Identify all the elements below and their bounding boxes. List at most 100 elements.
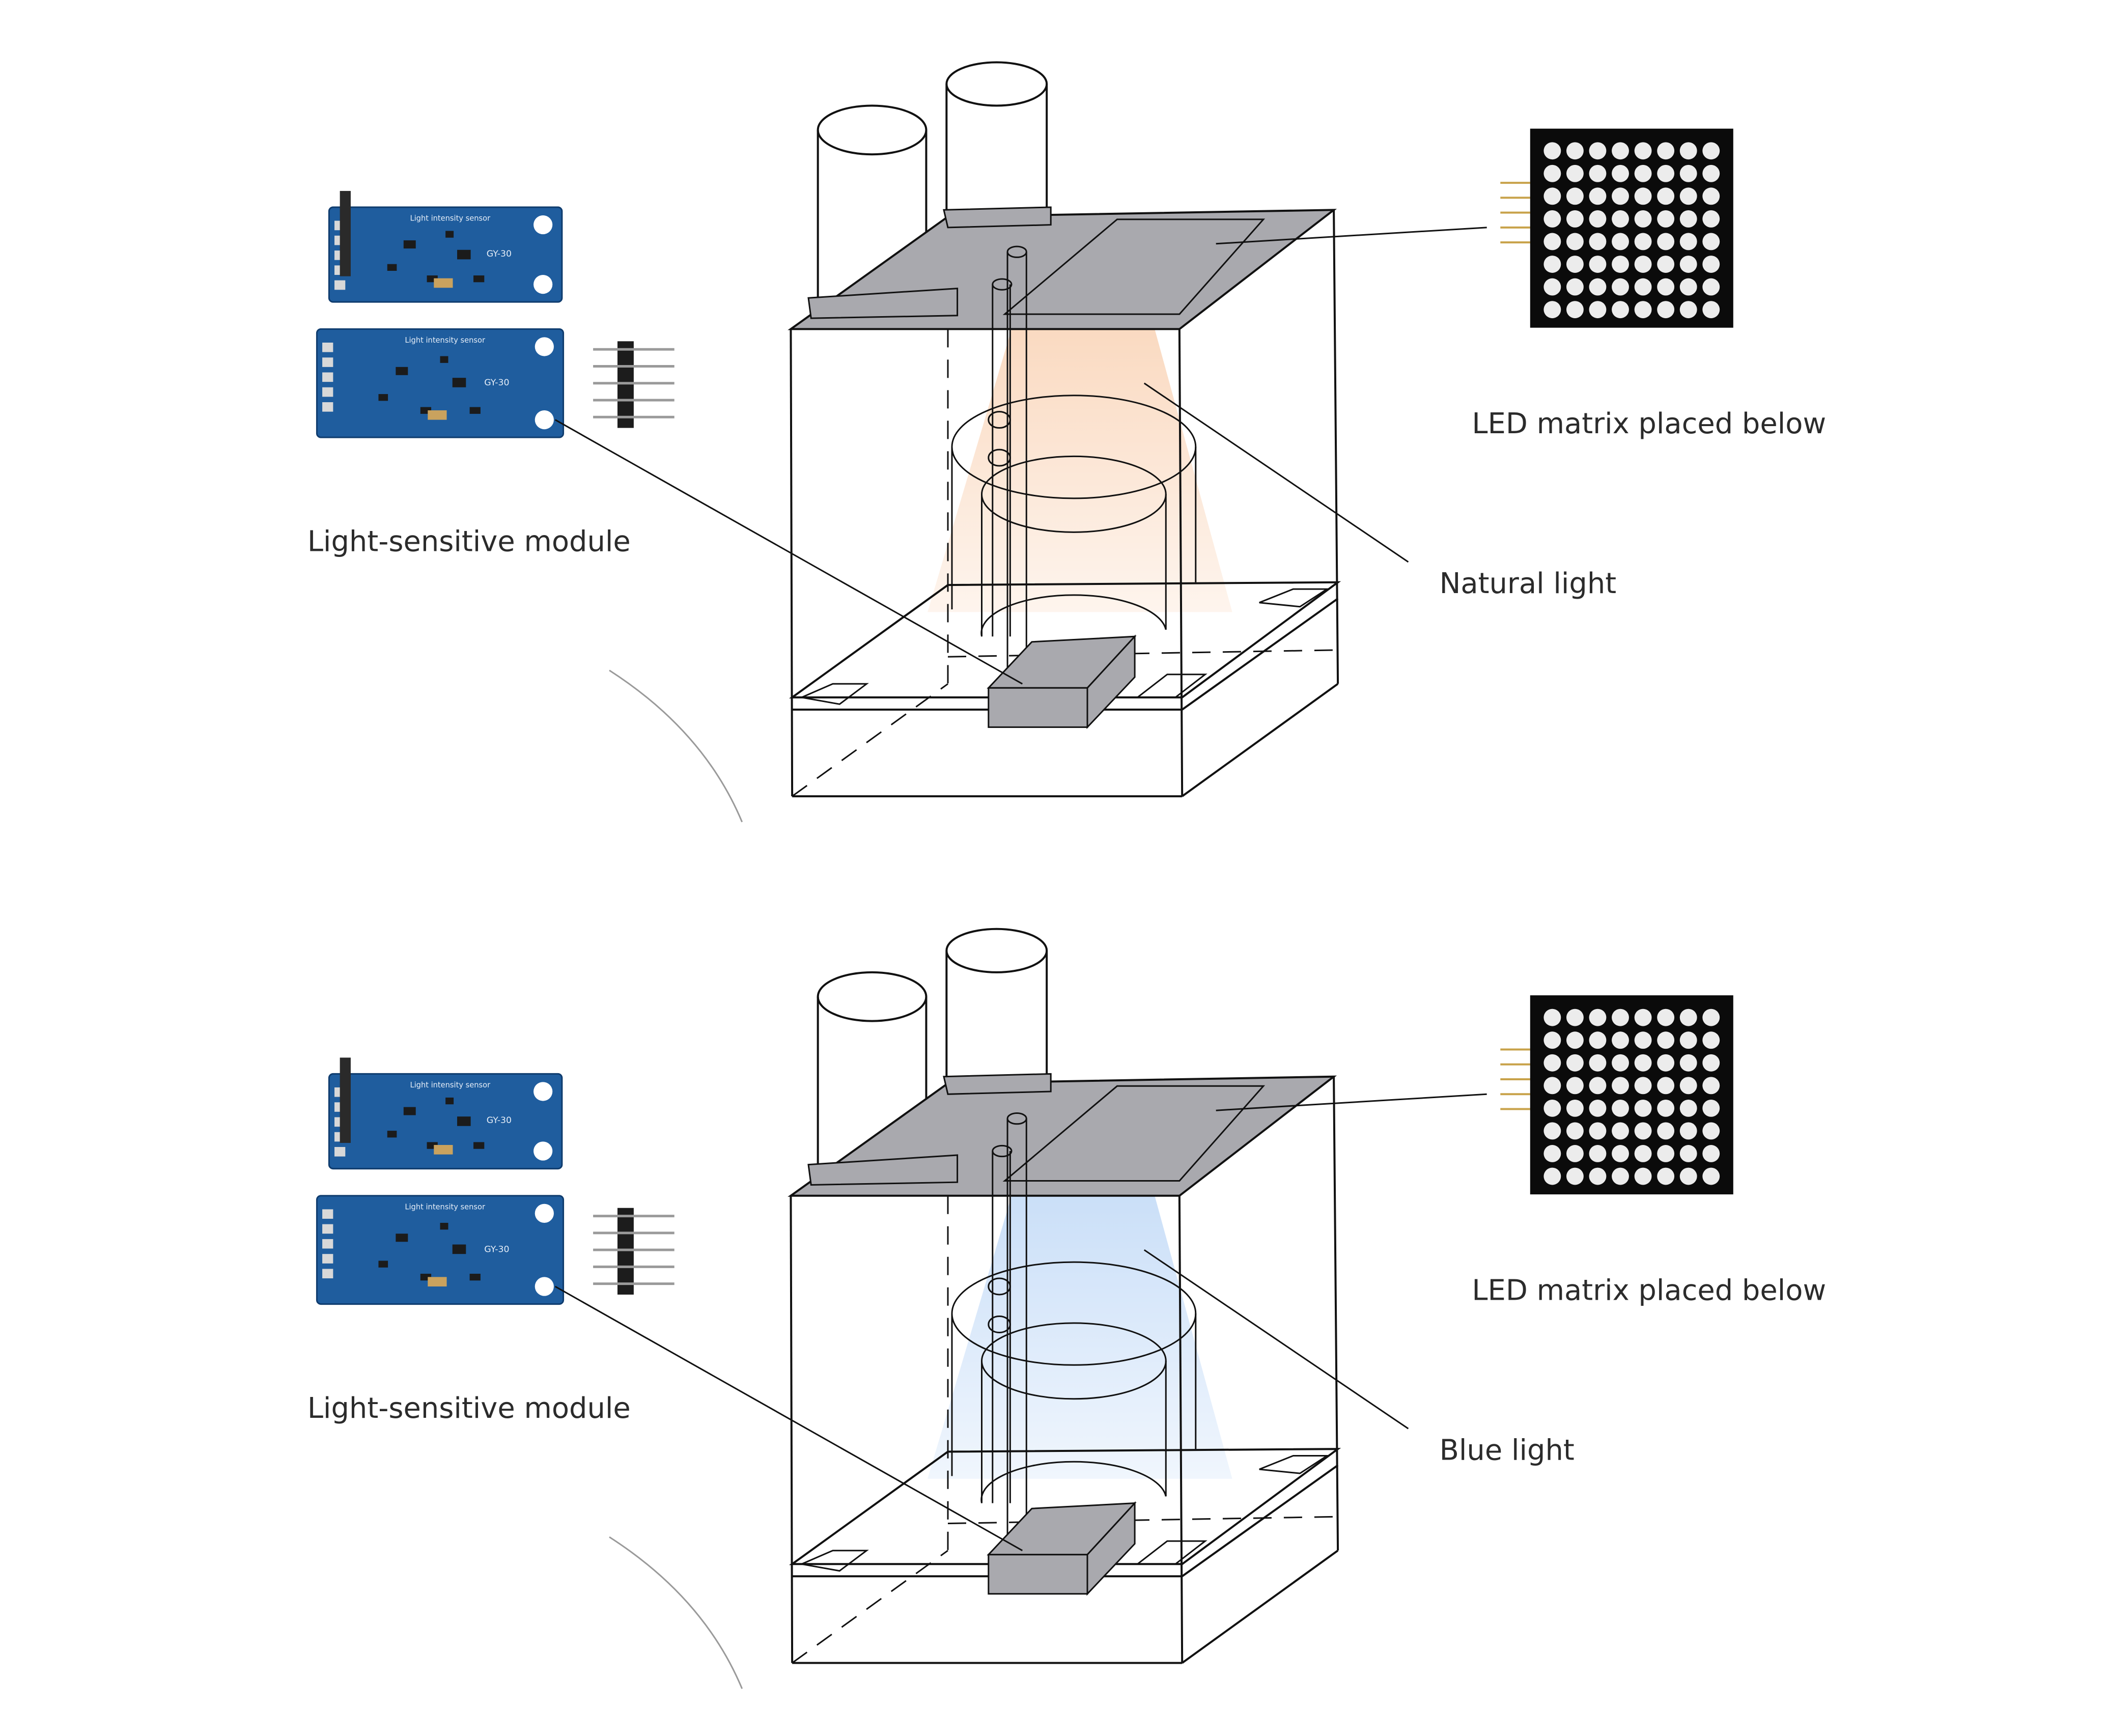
box-front-right-edge: [1178, 1195, 1184, 1663]
led-dot: [1634, 1054, 1652, 1072]
led-dot: [1589, 1077, 1607, 1095]
shelf-slot: [1259, 588, 1330, 608]
led-dot: [1702, 1099, 1720, 1117]
led-dot: [1612, 1077, 1629, 1095]
pin-pad: [322, 387, 333, 397]
led-dot: [1589, 1009, 1607, 1026]
led-matrix: [1500, 128, 1733, 328]
led-dot: [1612, 233, 1629, 250]
tube-top-ellipse: [817, 971, 928, 1022]
led-dot: [1679, 1122, 1697, 1140]
led-dot: [1634, 233, 1652, 250]
led-dot: [1612, 210, 1629, 228]
led-dot: [1543, 301, 1561, 319]
led-dot: [1634, 301, 1652, 319]
rod-top: [992, 1144, 1013, 1158]
board-model-text: GY-30: [487, 1115, 512, 1126]
decorative-arc: [609, 1536, 743, 1689]
shelf-slot: [1259, 1455, 1330, 1474]
led-dot: [1657, 1145, 1675, 1162]
light-sensor-chip: [434, 278, 453, 288]
sensor-block-side: [1086, 1501, 1136, 1596]
led-dot: [1679, 1009, 1697, 1026]
led-dot: [1702, 142, 1720, 160]
smd-component: [473, 1142, 485, 1149]
led-dot: [1634, 1122, 1652, 1140]
pin-pad: [322, 1239, 333, 1249]
led-dot: [1589, 210, 1607, 228]
led-dot: [1589, 301, 1607, 319]
led-dot: [1634, 1009, 1652, 1026]
rod-top: [1006, 1112, 1027, 1125]
sensor-block-front: [988, 1554, 1088, 1595]
box-bottom-side-edge: [1182, 683, 1339, 797]
mounting-hole: [535, 1203, 554, 1223]
pin-pad: [322, 357, 333, 367]
smd-component: [403, 240, 416, 249]
mounting-hole: [533, 274, 553, 294]
led-dot: [1702, 301, 1720, 319]
tube-top-ellipse: [945, 61, 1048, 107]
led-dot: [1612, 1167, 1629, 1185]
smd-component: [457, 1116, 471, 1126]
label-light-sensitive-module: Light-sensitive module: [307, 525, 631, 558]
connector-block: [807, 288, 959, 319]
led-dot: [1702, 1054, 1720, 1072]
led-dot: [1634, 187, 1652, 205]
shelf-slot: [799, 683, 869, 705]
light-cone: [928, 315, 1232, 612]
led-dot: [1657, 233, 1675, 250]
led-dot: [1702, 278, 1720, 296]
box-back-right-edge: [1333, 210, 1339, 684]
led-dot: [1702, 1009, 1720, 1026]
decorative-arc: [609, 669, 743, 823]
led-dot: [1589, 164, 1607, 182]
leader-line-module: [554, 419, 1023, 685]
led-dot: [1566, 256, 1584, 273]
smd-component: [469, 407, 481, 414]
led-dot: [1679, 210, 1697, 228]
led-dot: [1634, 1031, 1652, 1049]
led-dot: [1679, 1031, 1697, 1049]
led-dot: [1566, 1031, 1584, 1049]
smd-component: [387, 1131, 397, 1138]
board-silkscreen-text: Light intensity sensor: [405, 1202, 486, 1211]
led-dot: [1657, 187, 1675, 205]
led-dot: [1612, 1009, 1629, 1026]
led-dot: [1634, 164, 1652, 182]
led-dot: [1657, 164, 1675, 182]
board-model-text: GY-30: [484, 1244, 509, 1254]
shelf-side-edge: [1182, 1464, 1339, 1577]
tube-top-ellipse: [945, 928, 1048, 973]
led-dot: [1634, 1145, 1652, 1162]
smd-component: [440, 1222, 448, 1230]
board-silkscreen-text: Light intensity sensor: [410, 214, 491, 223]
smd-component: [469, 1273, 481, 1281]
led-dot: [1543, 1099, 1561, 1117]
tube-top-ellipse: [817, 104, 928, 156]
sensor-block-front: [988, 687, 1088, 728]
led-dot: [1657, 1122, 1675, 1140]
mounting-hole: [533, 1082, 553, 1101]
led-dot: [1657, 1031, 1675, 1049]
light-sensor-chip: [428, 1277, 447, 1286]
led-dot: [1612, 301, 1629, 319]
label-led-matrix: LED matrix placed below: [1472, 1274, 1826, 1307]
pcb-board: [328, 1073, 563, 1170]
sensor-block-side: [1086, 634, 1136, 730]
led-dot: [1634, 1099, 1652, 1117]
led-dot: [1566, 187, 1584, 205]
led-dot: [1566, 1054, 1584, 1072]
led-matrix: [1500, 995, 1733, 1195]
led-dot: [1589, 278, 1607, 296]
led-dot: [1679, 233, 1697, 250]
smd-component: [452, 378, 466, 387]
led-dot: [1543, 233, 1561, 250]
label-led-matrix: LED matrix placed below: [1472, 407, 1826, 440]
pcb-board: [328, 206, 563, 303]
smd-component: [378, 394, 388, 401]
led-dot: [1657, 1167, 1675, 1185]
led-dot: [1589, 1145, 1607, 1162]
